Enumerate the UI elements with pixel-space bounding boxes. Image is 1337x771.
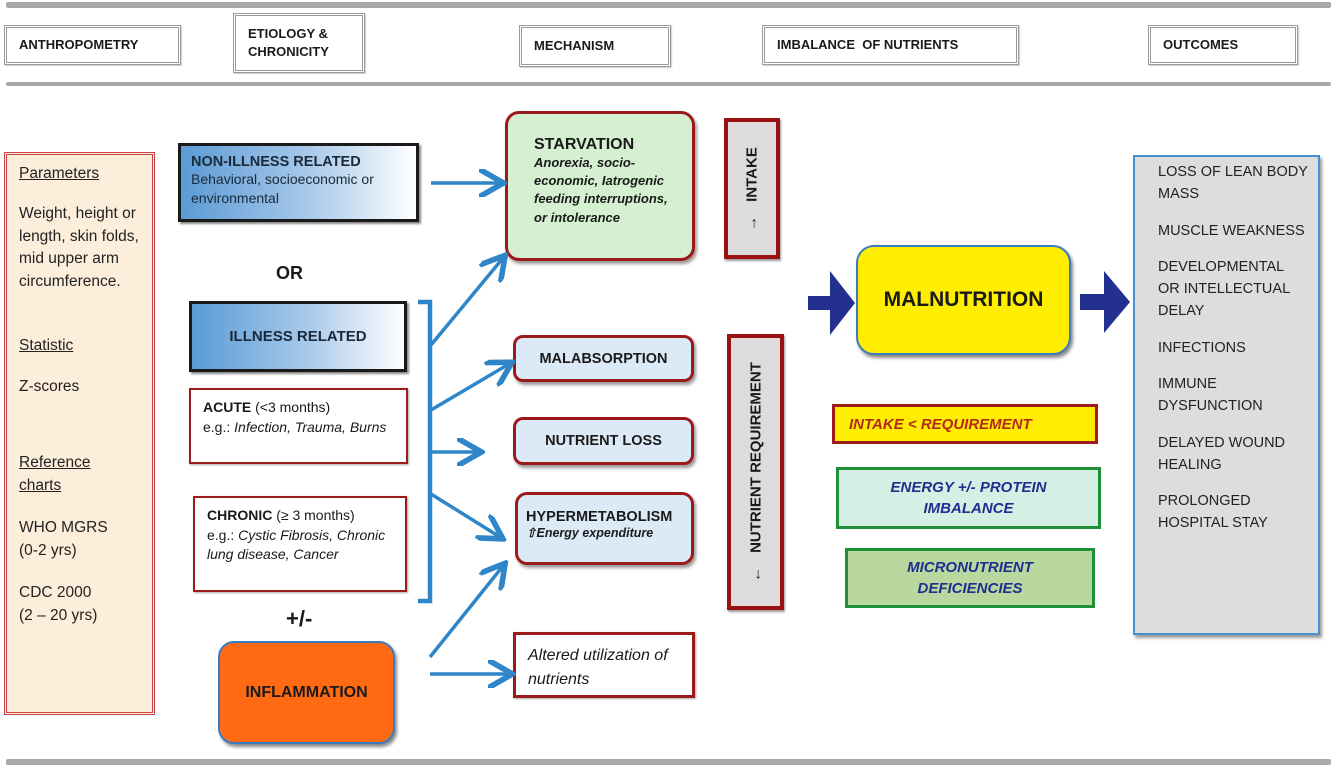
- arrow-inflammation-to-hypermetabolism: [428, 566, 503, 659]
- statistic-heading: Statistic: [19, 337, 74, 355]
- reference-cdc: CDC 2000 (2 – 20 yrs): [19, 584, 98, 624]
- outcome-item: MUSCLE WEAKNESS: [1158, 222, 1305, 239]
- parameters-text: Weight, height or length, skin folds, mi…: [19, 205, 139, 290]
- hypermetabolism-title: HYPERMETABOLISM: [526, 509, 673, 525]
- micronutrient-deficiencies-box: MICRONUTRIENT DEFICIENCIES: [845, 548, 1095, 608]
- illness-bracket: [418, 299, 433, 604]
- chronic-title: CHRONIC: [207, 507, 273, 523]
- nutrient-loss-label: NUTRIENT LOSS: [545, 433, 662, 449]
- chronic-duration: (≥ 3 months): [272, 507, 355, 523]
- inflammation-box: INFLAMMATION: [218, 641, 395, 744]
- acute-box: ACUTE (<3 months) e.g.: Infection, Traum…: [189, 388, 408, 464]
- malabsorption-box: MALABSORPTION: [513, 335, 694, 382]
- starvation-title: STARVATION: [534, 136, 635, 153]
- illness-title: ILLNESS RELATED: [229, 328, 367, 345]
- acute-duration: (<3 months): [251, 399, 331, 415]
- acute-examples: Infection, Trauma, Burns: [234, 418, 387, 435]
- starvation-desc: Anorexia, socio-economic, Iatrogenic fee…: [534, 155, 668, 225]
- malnutrition-label: MALNUTRITION: [883, 288, 1044, 311]
- statistic-text: Z-scores: [19, 377, 80, 395]
- top-rule: [6, 2, 1331, 8]
- up-arrow-icon: ⇧: [526, 526, 537, 540]
- header-imbalance: IMBALANCE OF NUTRIENTS: [762, 25, 1019, 65]
- energy-protein-imbalance-label: ENERGY +/- PROTEIN IMBALANCE: [890, 479, 1047, 517]
- parameters-heading: Parameters: [19, 165, 100, 182]
- reference-charts-heading: Reference charts: [19, 454, 91, 494]
- arrow-illness-to-starvation: [429, 258, 503, 347]
- requirement-arrow-icon: ←: [747, 566, 764, 582]
- outcome-item: DELAYED WOUND HEALING: [1158, 434, 1286, 473]
- arrow-illness-to-hypermetabolism: [430, 492, 500, 537]
- non-illness-title: NON-ILLNESS RELATED: [191, 154, 361, 170]
- inflammation-label: INFLAMMATION: [245, 683, 368, 701]
- header-etiology-line2: CHRONICITY: [248, 44, 329, 59]
- header-bottom-rule: [6, 82, 1331, 86]
- outcome-item: PROLONGED HOSPITAL STAY: [1158, 493, 1268, 532]
- nutrient-loss-box: NUTRIENT LOSS: [513, 417, 694, 465]
- altered-utilization-box: Altered utilization of nutrients: [513, 632, 695, 698]
- outcomes-panel: LOSS OF LEAN BODY MASS MUSCLE WEAKNESS D…: [1133, 155, 1320, 635]
- or-label: OR: [276, 263, 303, 283]
- hypermetabolism-desc: Energy expenditure: [536, 526, 654, 540]
- outcome-item: IMMUNE DYSFUNCTION: [1158, 376, 1263, 415]
- acute-title: ACUTE: [203, 399, 252, 415]
- nutrient-requirement-box: ← NUTRIENT REQUIREMENT: [727, 334, 784, 610]
- intake-box: → INTAKE: [724, 118, 780, 259]
- big-arrow-to-malnutrition: [808, 271, 855, 335]
- header-anthropometry: ANTHROPOMETRY: [4, 25, 181, 65]
- non-illness-desc: Behavioral, socioeconomic or environment…: [191, 171, 374, 206]
- header-etiology-line1: ETIOLOGY &: [248, 25, 328, 41]
- header-etiology: ETIOLOGY & CHRONICITY: [233, 13, 365, 73]
- intake-label: INTAKE: [743, 146, 761, 202]
- plus-minus-label: +/-: [286, 606, 313, 631]
- intake-arrow-icon: →: [743, 215, 761, 231]
- bottom-rule: [6, 759, 1331, 765]
- header-outcomes: OUTCOMES: [1148, 25, 1298, 65]
- intake-less-than-requirement-label: INTAKE < REQUIREMENT: [849, 415, 1032, 433]
- illness-related-box: ILLNESS RELATED: [189, 301, 407, 372]
- arrow-illness-to-malabsorption: [430, 364, 509, 412]
- intake-less-than-requirement-box: INTAKE < REQUIREMENT: [832, 404, 1098, 444]
- reference-who: WHO MGRS (0-2 yrs): [19, 519, 108, 559]
- chronic-box: CHRONIC (≥ 3 months) e.g.: Cystic Fibros…: [193, 496, 407, 592]
- hypermetabolism-box: HYPERMETABOLISM ⇧Energy expenditure: [515, 492, 694, 565]
- requirement-label: NUTRIENT REQUIREMENT: [747, 362, 764, 553]
- chronic-examples: Cystic Fibrosis, Chronic lung disease, C…: [207, 526, 386, 563]
- header-mechanism: MECHANISM: [519, 25, 671, 67]
- outcome-item: LOSS OF LEAN BODY MASS: [1158, 164, 1308, 203]
- malabsorption-label: MALABSORPTION: [539, 350, 668, 367]
- energy-protein-imbalance-box: ENERGY +/- PROTEIN IMBALANCE: [836, 467, 1101, 529]
- altered-utilization-label: Altered utilization of nutrients: [528, 647, 668, 688]
- non-illness-related-box: NON-ILLNESS RELATED Behavioral, socioeco…: [178, 143, 419, 222]
- anthropometry-panel: Parameters Weight, height or length, ski…: [4, 152, 155, 715]
- starvation-box: STARVATION Anorexia, socio-economic, Iat…: [505, 111, 695, 261]
- micronutrient-deficiencies-label: MICRONUTRIENT DEFICIENCIES: [907, 559, 1033, 597]
- big-arrow-to-outcomes: [1080, 271, 1130, 333]
- outcome-item: DEVELOPMENTAL OR INTELLECTUAL DELAY: [1158, 259, 1290, 320]
- malnutrition-box: MALNUTRITION: [856, 245, 1071, 355]
- outcome-item: INFECTIONS: [1158, 339, 1246, 356]
